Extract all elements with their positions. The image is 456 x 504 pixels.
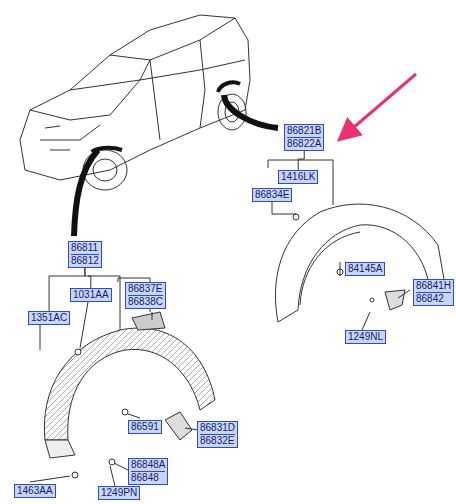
- part-number: 86848: [131, 471, 165, 484]
- part-number-box: 1416LK: [278, 170, 318, 184]
- part-number-box: 86591: [128, 420, 162, 434]
- part-number: 86834E: [255, 189, 289, 201]
- part-number-box: 86841H86842: [413, 279, 454, 306]
- part-number: 86832E: [200, 434, 235, 447]
- part-number-box: 86834E: [252, 188, 292, 202]
- part-number: 1031AA: [73, 289, 109, 301]
- part-number-box: 1031AA: [70, 288, 112, 302]
- part-number: 1351AC: [31, 312, 67, 324]
- leader-connector: [298, 151, 304, 170]
- part-number-box: 86821B86822A: [284, 124, 324, 151]
- part-number: 86842: [416, 292, 451, 305]
- part-number: 86811: [71, 242, 99, 254]
- part-number: 86837E: [128, 283, 163, 295]
- part-number-box: 86837E86838C: [125, 282, 166, 309]
- part-number-box: 1351AC: [28, 311, 70, 325]
- part-number: 86838C: [128, 295, 163, 308]
- part-number: 86822A: [287, 137, 321, 150]
- part-number: 86848A: [131, 459, 165, 471]
- part-number: 86841H: [416, 280, 451, 292]
- part-number-box: 1249PN: [98, 486, 140, 500]
- part-number-box: 1249NL: [345, 330, 386, 344]
- part-number-box: 8681186812: [68, 241, 102, 268]
- part-number: 86831D: [200, 422, 235, 434]
- part-number-box: 1463AA: [14, 484, 56, 498]
- part-number: 1249NL: [348, 331, 383, 343]
- part-number-box: 86848A86848: [128, 458, 168, 485]
- part-number: 86812: [71, 254, 99, 267]
- leader-connector: [85, 268, 91, 288]
- part-number-box: 84145A: [345, 262, 385, 276]
- part-number: 1416LK: [281, 171, 315, 183]
- part-number: 86821B: [287, 125, 321, 137]
- part-number: 1249PN: [101, 487, 137, 499]
- part-number: 1463AA: [17, 485, 53, 497]
- part-number-box: 86831D86832E: [197, 421, 238, 448]
- part-number: 84145A: [348, 263, 382, 275]
- part-number: 86591: [131, 421, 159, 433]
